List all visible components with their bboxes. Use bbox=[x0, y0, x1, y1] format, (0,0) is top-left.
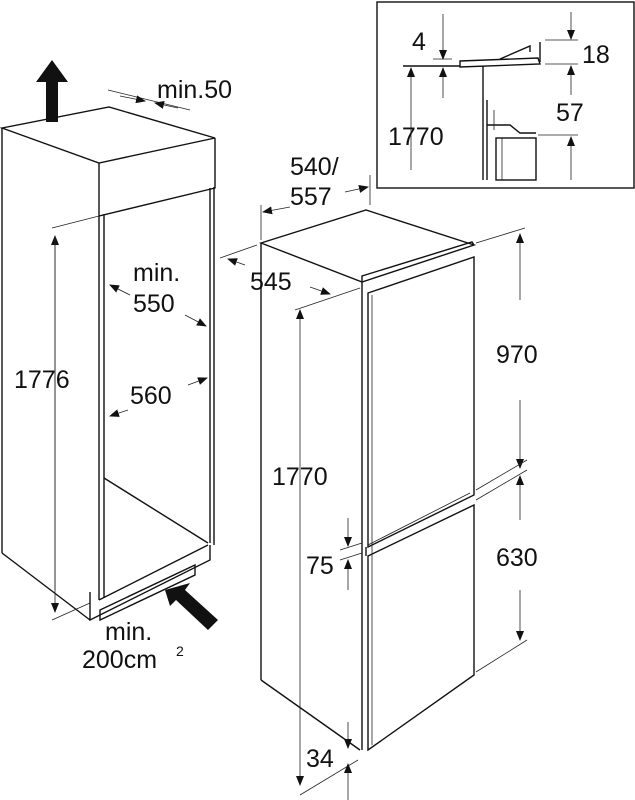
cabinet-dimension-lines bbox=[51, 89, 208, 621]
upper-door-height-label: 970 bbox=[496, 341, 538, 369]
cabinet-height-label: 1776 bbox=[14, 366, 70, 394]
cabinet-niche bbox=[0, 106, 216, 622]
bottom-offset-label: 34 bbox=[306, 745, 334, 773]
appliance-width-label-1: 540/ bbox=[290, 153, 339, 181]
hinge-detail-inset bbox=[376, 1, 635, 189]
inset-dimension-lines bbox=[407, 12, 578, 180]
air-inlet-arrow-icon bbox=[165, 583, 218, 630]
cabinet-depth-label-1: min. bbox=[133, 259, 180, 287]
air-outlet-arrow-icon bbox=[36, 60, 68, 122]
appliance-width-label-2: 557 bbox=[290, 183, 332, 211]
fridge-appliance bbox=[258, 209, 477, 752]
inset-hinge-height-label: 18 bbox=[582, 41, 610, 69]
vent-label-1: min. bbox=[105, 618, 152, 646]
vent-label-superscript: 2 bbox=[176, 643, 184, 659]
inset-offset-label: 57 bbox=[556, 99, 584, 127]
cabinet-depth-label-2: 550 bbox=[133, 290, 175, 318]
vent-label-2: 200cm bbox=[82, 646, 157, 674]
lower-door-height-label: 630 bbox=[496, 544, 538, 572]
appliance-depth-label: 545 bbox=[250, 268, 292, 296]
cabinet-top-clearance-label: min.50 bbox=[157, 76, 232, 104]
cabinet-width-label: 560 bbox=[130, 382, 172, 410]
inset-gap-label: 4 bbox=[412, 28, 426, 56]
door-gap-label: 75 bbox=[306, 552, 334, 580]
appliance-dimension-lines bbox=[219, 175, 528, 800]
appliance-height-label: 1770 bbox=[272, 463, 328, 491]
inset-height-label: 1770 bbox=[388, 123, 444, 151]
